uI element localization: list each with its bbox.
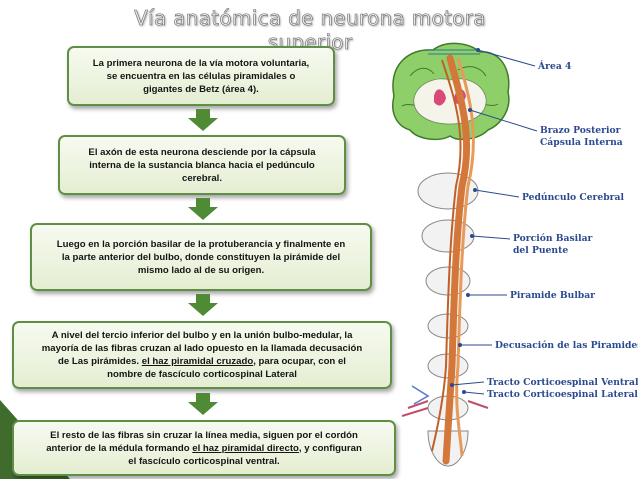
step-box-5-line-2c: , y configuran [298,442,362,454]
corticospinal-tract [442,54,471,465]
label-tracto-lateral: Tracto Corticoespinal Lateral [487,389,638,400]
step-box-4-line-3c: , para ocupar, con el [253,356,346,367]
step-box-1-line-3: gigantes de Betz (área 4). [143,83,259,95]
label-porcion-basilar: Porción Basilar [513,233,593,244]
label-tracto-ventral: Tracto Corticoespinal Ventral [487,377,638,388]
step-box-4-line-3a: de Las pirámides. [58,356,142,367]
step-box-2-line-2: interna de la sustancia blanca hacia el … [89,159,315,171]
step-box-5-line-1: El resto de las fibras sin cruzar la lín… [50,429,358,441]
step-box-4: A nivel del tercio inferior del bulbo y … [12,321,392,389]
haz-piramidal-cruzado: el haz piramidal cruzado [141,356,254,367]
motor-pathway-illustration [392,42,510,467]
page-title: Vía anatómica de neurona motora superior [134,6,486,55]
label-capsula-interna: Cápsula Interna [540,137,623,148]
step-box-5-line-3: el fascículo corticospinal ventral. [128,455,280,467]
label-decusacion: Decusación de las Piramides [495,340,638,351]
label-area-4: Área 4 [538,61,572,72]
step-box-3-line-1: Luego en la porción basilar de la protub… [56,238,346,250]
step-box-3-line-2: la parte anterior del bulbo, donde const… [61,251,341,263]
label-brazo-posterior: Brazo Posterior [540,125,621,136]
step-box-4-line-4: nombre de fascículo corticospinal Latera… [107,369,297,380]
step-box-3: Luego en la porción basilar de la protub… [30,223,372,291]
label-piramide-bulbar: Piramide Bulbar [510,290,596,301]
down-arrow-icon [188,294,218,316]
step-box-2: El axón de esta neurona desciende por la… [58,135,346,195]
step-box-1-line-2: se encuentra en las células piramidales … [106,70,296,82]
down-arrow-icon [188,198,218,220]
step-box-2-line-1: El axón de esta neurona desciende por la… [88,146,316,158]
step-box-1-line-1: La primera neurona de la vía motora volu… [92,57,310,69]
down-arrow-icon [188,393,218,415]
step-box-4-line-2: mayoría de las fibras cruzan al lado opu… [41,343,363,354]
down-arrow-icon [188,109,218,131]
step-box-1: La primera neurona de la vía motora volu… [67,46,335,106]
step-box-5-line-2a: anterior de la médula formando [46,442,193,454]
label-del-puente: del Puente [513,245,569,256]
step-box-2-line-3: cerebral. [181,172,222,184]
step-box-3-line-3: mismo lado al de su origen. [137,264,265,276]
haz-piramidal-directo: el haz piramidal directo [192,442,299,454]
step-box-4-line-1: A nivel del tercio inferior del bulbo y … [51,330,353,341]
label-pedunculo-cerebral: Pedúnculo Cerebral [522,192,624,203]
step-box-5: El resto de las fibras sin cruzar la lín… [12,420,396,476]
